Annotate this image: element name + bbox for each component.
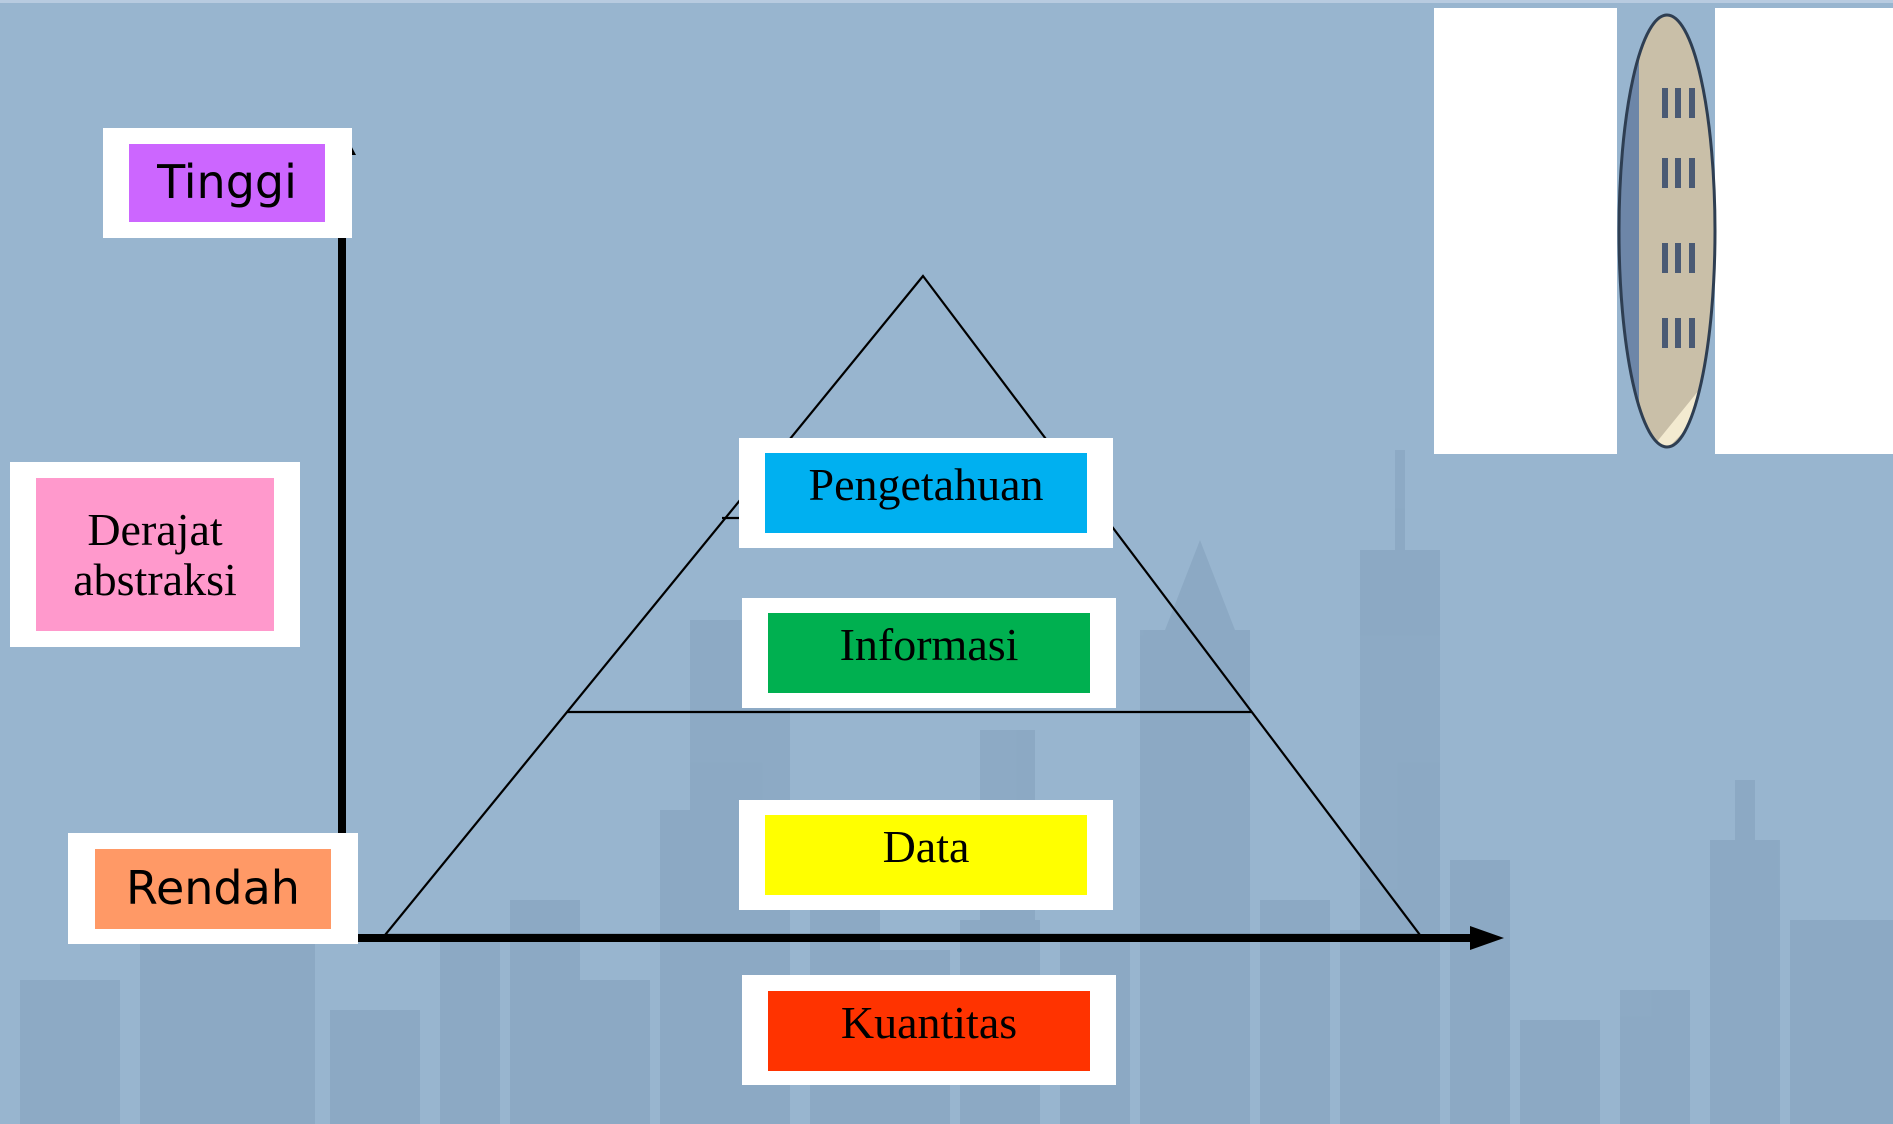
window-photo xyxy=(1434,8,1893,454)
pyramid-level-informasi-box: Informasi xyxy=(742,598,1116,708)
high-label: Tinggi xyxy=(129,144,325,222)
window-photo-right-panel xyxy=(1715,8,1893,454)
pyramid-level-informasi: Informasi xyxy=(768,613,1090,693)
pyramid-level-data-text: Data xyxy=(882,821,970,873)
pyramid-level-pengetahuan-text: Pengetahuan xyxy=(808,459,1044,511)
top-border xyxy=(0,0,1893,3)
window-photo-oval xyxy=(1617,13,1717,449)
vertical-title: Derajat abstraksi xyxy=(36,478,274,631)
low-label-box: Rendah xyxy=(68,833,358,944)
vertical-title-box: Derajat abstraksi xyxy=(10,462,300,647)
pyramid-level-pengetahuan: Pengetahuan xyxy=(765,453,1087,533)
pyramid-level-data-box: Data xyxy=(739,800,1113,910)
horizontal-label: Kuantitas xyxy=(768,991,1090,1071)
high-label-box: Tinggi xyxy=(103,128,352,238)
pyramid-level-data: Data xyxy=(765,815,1087,895)
pyramid-level-informasi-text: Informasi xyxy=(839,619,1019,671)
horizontal-label-box: Kuantitas xyxy=(742,975,1116,1085)
vertical-title-line-2: abstraksi xyxy=(73,553,237,605)
low-label-text: Rendah xyxy=(126,861,300,916)
high-label-text: Tinggi xyxy=(157,155,297,210)
horizontal-axis-arrowhead xyxy=(1470,926,1504,950)
horizontal-label-text: Kuantitas xyxy=(840,997,1018,1049)
window-photo-left-panel xyxy=(1434,8,1617,454)
pyramid-level-pengetahuan-box: Pengetahuan xyxy=(739,438,1113,548)
vertical-title-line-1: Derajat xyxy=(87,503,223,555)
low-label: Rendah xyxy=(95,849,331,929)
